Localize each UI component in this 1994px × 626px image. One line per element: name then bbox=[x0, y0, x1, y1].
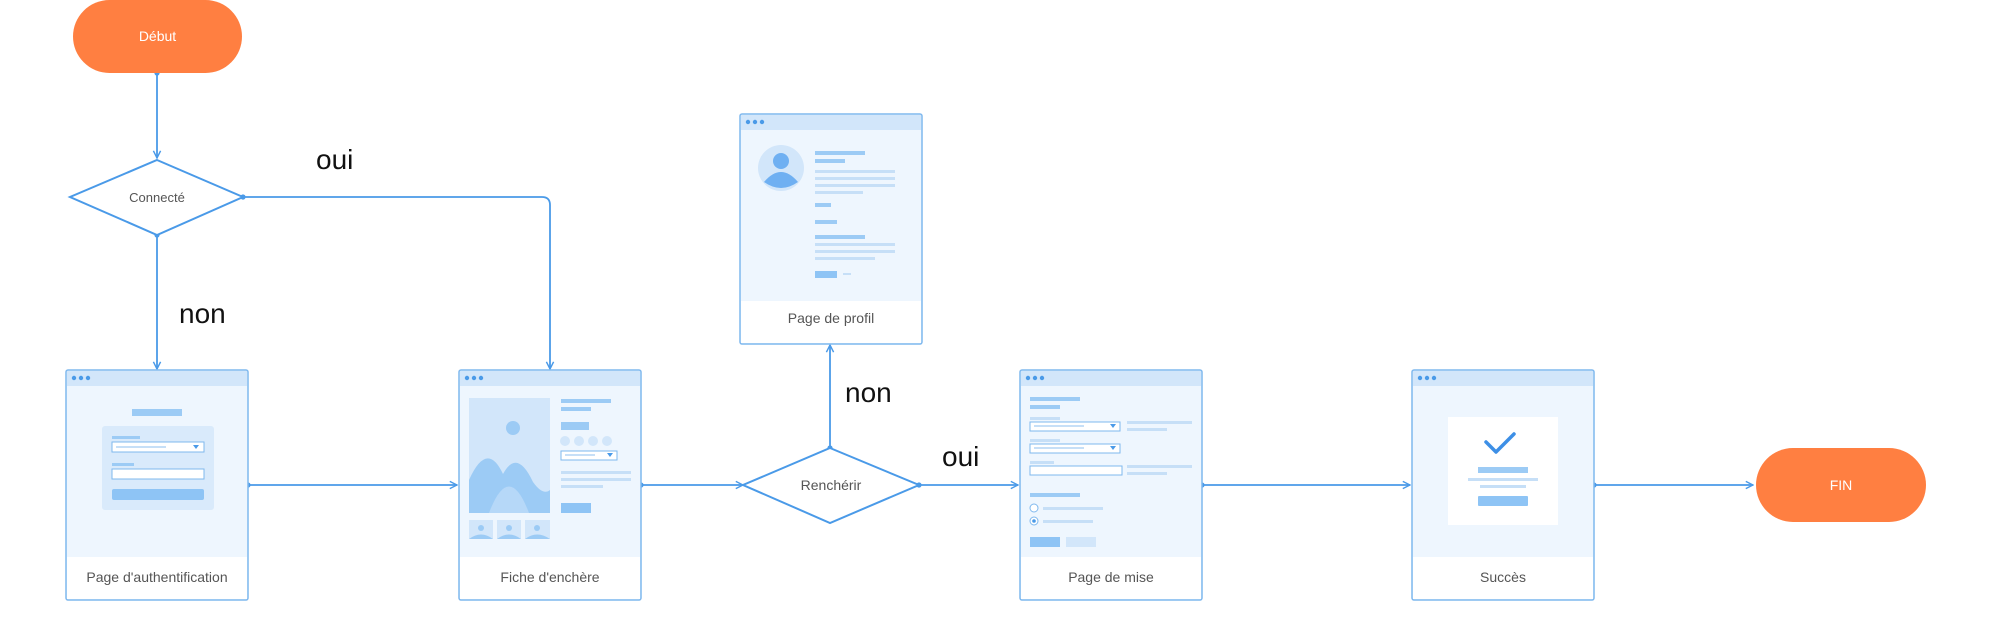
start-label: Début bbox=[139, 28, 176, 44]
decision-connected-label: Connecté bbox=[129, 190, 185, 205]
bet-form-mock bbox=[1029, 397, 1192, 547]
login-form-mock bbox=[102, 409, 214, 510]
page-auth-label: Page d'authentification bbox=[86, 569, 227, 585]
decision-connected[interactable]: Connecté bbox=[67, 158, 246, 237]
page-auth[interactable]: Page d'authentification bbox=[65, 369, 249, 601]
decision-bid[interactable]: Renchérir bbox=[740, 446, 922, 525]
success-card-mock bbox=[1448, 417, 1558, 525]
edge-label-connected-no: non bbox=[179, 298, 226, 329]
page-success-label: Succès bbox=[1480, 569, 1526, 585]
edge-connected-yes bbox=[243, 196, 550, 369]
edge-label-bid-yes: oui bbox=[942, 441, 979, 472]
page-profile[interactable]: Page de profil bbox=[739, 113, 923, 345]
end-node[interactable]: FIN bbox=[1756, 448, 1926, 522]
checkmark-icon bbox=[1484, 432, 1516, 454]
decision-bid-label: Renchérir bbox=[801, 477, 862, 493]
auction-details-mock bbox=[560, 399, 631, 513]
edge-label-bid-no: non bbox=[845, 377, 892, 408]
profile-details-mock bbox=[815, 151, 895, 278]
page-auction-label: Fiche d'enchère bbox=[500, 569, 599, 585]
page-auction[interactable]: Fiche d'enchère bbox=[458, 369, 642, 601]
page-bet-label: Page de mise bbox=[1068, 569, 1154, 585]
page-profile-label: Page de profil bbox=[788, 310, 874, 326]
connectors bbox=[157, 73, 1753, 485]
end-label: FIN bbox=[1830, 477, 1853, 493]
edge-label-connected-yes: oui bbox=[316, 144, 353, 175]
start-node[interactable]: Début bbox=[73, 0, 242, 73]
page-success[interactable]: Succès bbox=[1411, 369, 1595, 601]
auction-image-mock bbox=[469, 398, 550, 539]
profile-avatar-icon bbox=[758, 145, 804, 191]
page-bet[interactable]: Page de mise bbox=[1019, 369, 1203, 601]
